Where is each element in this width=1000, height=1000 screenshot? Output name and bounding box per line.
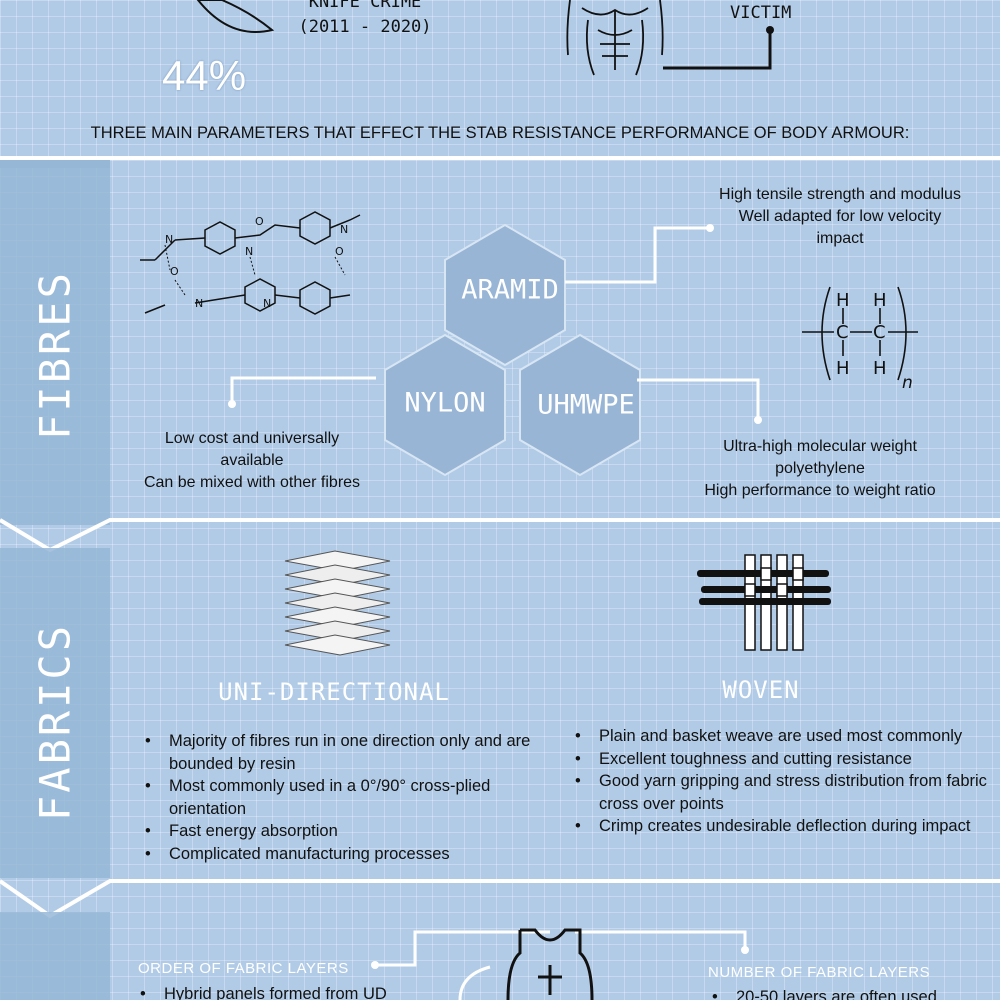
svg-text:C: C: [873, 322, 886, 343]
victim-label: VICTIM: [730, 3, 792, 23]
circle-accent: [458, 965, 491, 1000]
percent-value: 44%: [162, 52, 247, 99]
list-item: Good yarn gripping and stress distributi…: [575, 770, 990, 815]
knife-crime-label: KNIFE CRIME: [308, 0, 422, 12]
svg-text:H: H: [873, 358, 887, 379]
nylon-hexagon[interactable]: [384, 333, 506, 477]
unidirectional-stack-icon: [284, 550, 391, 656]
svg-text:O: O: [255, 215, 264, 228]
aramid-hexagon[interactable]: [444, 223, 566, 367]
unidirectional-bullets: Majority of fibres run in one direction …: [145, 730, 545, 865]
layers-sidebar: [0, 912, 110, 1000]
years-label: (2011 - 2020): [298, 17, 432, 37]
aramid-molecule-icon: NN NN NO OO: [140, 211, 361, 315]
uhmwpe-description: Ultra-high molecular weight polyethylene…: [704, 438, 936, 499]
number-of-layers-title: NUMBER OF FABRIC LAYERS: [708, 964, 931, 981]
svg-text:H: H: [836, 290, 850, 311]
svg-text:N: N: [263, 297, 271, 310]
list-item: 20-50 layers are often used: [712, 986, 992, 1000]
list-item: Fast energy absorption: [145, 820, 545, 843]
woven-bullets: Plain and basket weave are used most com…: [575, 725, 990, 838]
parameters-heading: THREE MAIN PARAMETERS THAT EFFECT THE ST…: [90, 124, 910, 142]
fabrics-sidebar: [0, 548, 110, 878]
uhmwpe-label: UHMWPE: [537, 389, 635, 421]
svg-text:N: N: [245, 245, 253, 258]
list-item: Crimp creates undesirable deflection dur…: [575, 815, 990, 838]
nylon-description: Low cost and universally available Can b…: [143, 430, 361, 491]
fibre-hexagons: [384, 223, 641, 477]
nylon-label: NYLON: [404, 387, 486, 419]
svg-text:n: n: [902, 373, 913, 392]
svg-text:O: O: [170, 265, 179, 278]
separator-fabrics-layers: [0, 879, 1000, 919]
woven-title: WOVEN: [722, 676, 800, 704]
fabrics-section-label: FABRICS: [30, 622, 80, 822]
fibre-connectors: [228, 224, 762, 424]
svg-text:O: O: [335, 245, 344, 258]
uhmwpe-hexagon[interactable]: [519, 333, 641, 477]
fibres-sidebar: [0, 160, 110, 525]
separator-fibres-fabrics: [0, 518, 1000, 553]
svg-text:C: C: [836, 322, 849, 343]
svg-text:N: N: [195, 297, 203, 310]
aramid-description: High tensile strength and modulus Well a…: [719, 186, 961, 247]
woven-fabric-icon: [697, 554, 831, 651]
order-of-layers-title: ORDER OF FABRIC LAYERS: [138, 960, 349, 977]
svg-text:H: H: [873, 290, 887, 311]
svg-text:N: N: [340, 223, 348, 236]
body-armour-vest-icon: [506, 928, 594, 1000]
svg-text:N: N: [165, 233, 173, 246]
list-item: Most commonly used in a 0°/90° cross-pli…: [145, 775, 545, 820]
list-item: Majority of fibres run in one direction …: [145, 730, 545, 775]
order-of-layers-bullets: Hybrid panels formed from UD: [140, 983, 440, 1000]
victim-connector: [663, 26, 774, 70]
layers-connectors: [371, 930, 749, 969]
polyethylene-formula: H H C C H H n: [802, 286, 918, 392]
list-item: Complicated manufacturing processes: [145, 843, 545, 866]
list-item: Excellent toughness and cutting resistan…: [575, 748, 990, 771]
aramid-label: ARAMID: [461, 274, 559, 306]
list-item: Plain and basket weave are used most com…: [575, 725, 990, 748]
number-of-layers-bullets: 20-50 layers are often used: [712, 986, 992, 1000]
torso-icon: [566, 0, 664, 76]
list-item: Hybrid panels formed from UD: [140, 983, 440, 1000]
knife-icon: [196, 0, 275, 33]
svg-text:H: H: [836, 358, 850, 379]
unidirectional-title: UNI-DIRECTIONAL: [218, 678, 450, 706]
